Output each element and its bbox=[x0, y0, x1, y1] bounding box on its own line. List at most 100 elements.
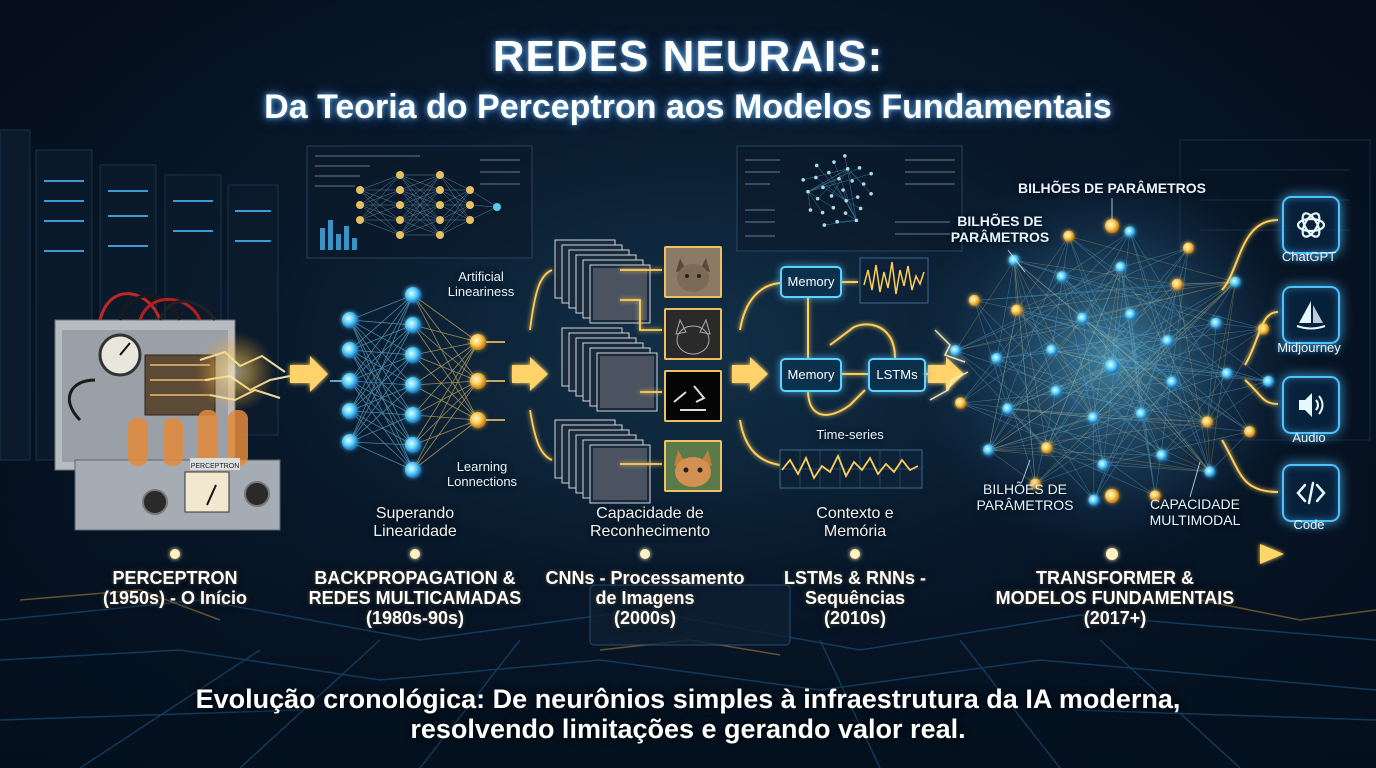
cat-edge-thumbnail bbox=[664, 308, 722, 360]
mini-net-node bbox=[493, 203, 501, 211]
mini-net-node bbox=[356, 216, 364, 224]
mini-net-node bbox=[466, 201, 474, 209]
transformer-node bbox=[1149, 490, 1161, 502]
transformer-node bbox=[983, 444, 995, 456]
transformer-label-top: BILHÕES DE PARÂMETROS bbox=[1018, 180, 1206, 196]
transformer-node bbox=[1063, 230, 1075, 242]
transformer-network bbox=[929, 198, 1274, 552]
mlp-hidden-node bbox=[405, 317, 421, 333]
transformer-node bbox=[1105, 219, 1119, 233]
lstms-box: LSTMs bbox=[868, 358, 926, 392]
chalkboard-panel-right bbox=[736, 145, 963, 252]
mini-net-node bbox=[466, 216, 474, 224]
mlp-input-node bbox=[342, 373, 358, 389]
era-label-cnn: CNNs - Processamento de Imagens (2000s) bbox=[545, 568, 745, 629]
mini-sphere-node bbox=[801, 178, 805, 182]
mini-sphere-node bbox=[820, 210, 825, 215]
feature-map-thumbnail bbox=[664, 370, 722, 422]
mini-sphere-node bbox=[815, 196, 820, 201]
mini-sphere-node bbox=[843, 154, 847, 158]
memory-box-middle: Memory bbox=[780, 358, 842, 392]
mlp-input-node bbox=[342, 434, 358, 450]
timeline bbox=[95, 544, 1284, 564]
transformer-node bbox=[1105, 359, 1119, 373]
mlp-input-node bbox=[342, 403, 358, 419]
midjourney-app-tile bbox=[1282, 286, 1340, 344]
transformer-label-upper-left: BILHÕES DE PARÂMETROS bbox=[950, 213, 1050, 245]
mini-sphere-node bbox=[841, 188, 845, 192]
footer-caption: Evolução cronológica: De neurônios simpl… bbox=[195, 684, 1181, 745]
transformer-node bbox=[1162, 335, 1174, 347]
mini-net-node bbox=[436, 231, 444, 239]
mini-net-node bbox=[466, 186, 474, 194]
main-title: REDES NEURAIS: bbox=[492, 32, 884, 81]
mini-sphere-node bbox=[855, 195, 860, 199]
transformer-node bbox=[991, 352, 1003, 364]
mini-sphere-node bbox=[845, 167, 850, 171]
openai-icon bbox=[1296, 212, 1326, 238]
mini-sphere-node bbox=[850, 179, 854, 183]
mlp-label-top: Artificial Lineariness bbox=[447, 269, 515, 299]
transformer-node bbox=[1204, 466, 1216, 478]
era-label-backpropagation: BACKPROPAGATION & REDES MULTICAMADAS (19… bbox=[308, 568, 522, 629]
mini-sphere-node bbox=[831, 205, 836, 210]
perceptron-plate-text: PERCEPTRON bbox=[191, 463, 240, 470]
transformer-node bbox=[1002, 403, 1014, 415]
transformer-node bbox=[1087, 412, 1099, 424]
transformer-node bbox=[968, 294, 980, 306]
mini-sphere-node bbox=[814, 175, 818, 180]
transformer-node bbox=[1166, 376, 1178, 388]
app-label-chatgpt: ChatGPT bbox=[1281, 249, 1337, 264]
mlp-hidden-node bbox=[405, 377, 421, 393]
app-label-midjourney: Midjourney bbox=[1277, 340, 1341, 355]
mini-net-node bbox=[436, 171, 444, 179]
mini-sphere-node bbox=[844, 198, 849, 203]
caption-lstm: Contexto e Memória bbox=[816, 505, 894, 540]
mini-sphere-node bbox=[857, 166, 862, 170]
mini-net-node bbox=[356, 201, 364, 209]
transformer-node bbox=[1077, 312, 1089, 324]
cnn-feature-maps bbox=[529, 239, 662, 504]
caption-backpropagation: Superando Linearidade bbox=[373, 505, 457, 540]
mini-sphere-node bbox=[827, 170, 831, 175]
transformer-node bbox=[1056, 271, 1068, 283]
transformer-node bbox=[1088, 494, 1100, 506]
transformer-node bbox=[1229, 276, 1241, 288]
mlp-label-bottom: Learning Lonnections bbox=[446, 459, 518, 489]
sailboat-icon bbox=[1296, 301, 1326, 330]
mini-net-node bbox=[436, 216, 444, 224]
mlp-hidden-node bbox=[405, 347, 421, 363]
mini-sphere-node bbox=[854, 218, 859, 223]
transformer-node bbox=[1125, 308, 1137, 320]
speaker-icon bbox=[1299, 393, 1324, 417]
chatgpt-app-tile bbox=[1282, 196, 1340, 254]
code-icon bbox=[1296, 481, 1326, 505]
transformer-node bbox=[1050, 385, 1062, 397]
mini-sphere-node bbox=[869, 171, 873, 176]
mini-net-node bbox=[396, 231, 404, 239]
flow-arrows bbox=[290, 356, 964, 392]
mlp-output-node bbox=[470, 412, 486, 428]
era-label-lstm: LSTMs & RNNs - Sequências (2010s) bbox=[783, 568, 926, 629]
mini-sphere-node bbox=[869, 191, 873, 196]
transformer-node bbox=[1171, 278, 1183, 290]
transformer-node bbox=[1097, 459, 1109, 471]
time-series-chart-bottom bbox=[779, 449, 923, 489]
era-label-transformer: TRANSFORMER & MODELOS FUNDAMENTAIS (2017… bbox=[995, 568, 1235, 629]
time-series-chart-top bbox=[859, 257, 929, 304]
transformer-node bbox=[1210, 317, 1222, 329]
transformer-label-lower-right: CAPACIDADE MULTIMODAL bbox=[1149, 496, 1241, 528]
mlp-hidden-node bbox=[405, 462, 421, 478]
mini-net-node bbox=[396, 171, 404, 179]
transformer-node bbox=[1046, 344, 1058, 356]
memory-box-top: Memory bbox=[780, 266, 842, 298]
lstm-diagram bbox=[739, 281, 935, 466]
mlp-hidden-node bbox=[405, 287, 421, 303]
era-label-perceptron: PERCEPTRON (1950s) - O Início bbox=[102, 568, 248, 609]
mlp-hidden-node bbox=[405, 407, 421, 423]
mini-net-node bbox=[396, 186, 404, 194]
mini-net-node bbox=[436, 201, 444, 209]
transformer-node bbox=[1011, 304, 1023, 316]
